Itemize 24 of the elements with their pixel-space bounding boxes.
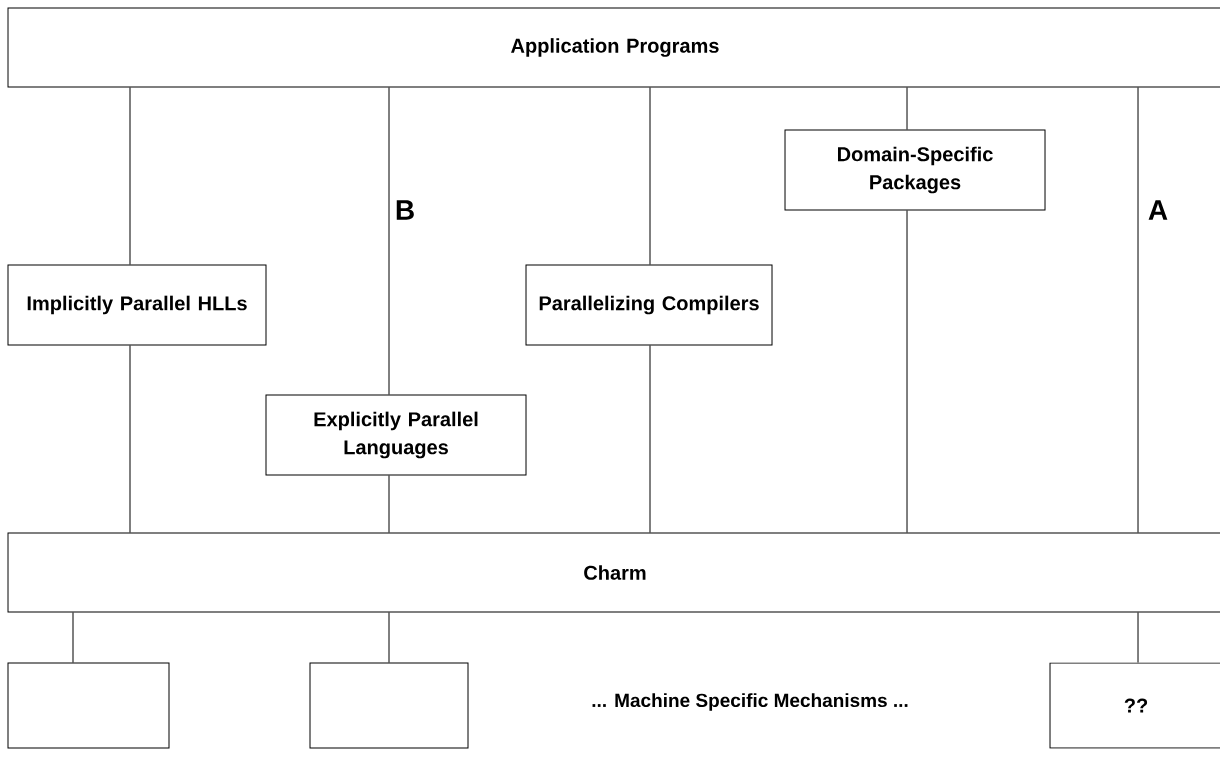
process-box: Implicitly Parallel HLLs xyxy=(7,264,267,346)
process-box: Domain-Specific Packages xyxy=(784,129,1046,211)
empty-box xyxy=(7,662,170,749)
connector-line xyxy=(1137,87,1139,533)
connector-line xyxy=(388,612,390,663)
process-box: Explicitly Parallel Languages xyxy=(265,394,527,476)
connector-line xyxy=(129,345,131,533)
process-box: Parallelizing Compilers xyxy=(525,264,773,346)
empty-box xyxy=(309,662,469,749)
line-letter: A xyxy=(1148,200,1168,220)
connector-line xyxy=(388,87,390,395)
connector-line xyxy=(129,87,131,265)
connector-line xyxy=(1137,612,1139,663)
process-box: ?? xyxy=(1049,662,1220,749)
caption-text: ... Machine Specific Mechanisms ... xyxy=(592,693,908,711)
connector-line xyxy=(649,345,651,533)
connector-line xyxy=(388,475,390,533)
line-letter: B xyxy=(396,200,414,220)
connector-line xyxy=(906,210,908,533)
connector-line xyxy=(906,87,908,130)
connector-line xyxy=(72,612,74,663)
connector-line xyxy=(649,87,651,265)
process-box: Application Programs xyxy=(7,7,1220,88)
process-box: Charm xyxy=(7,532,1220,613)
